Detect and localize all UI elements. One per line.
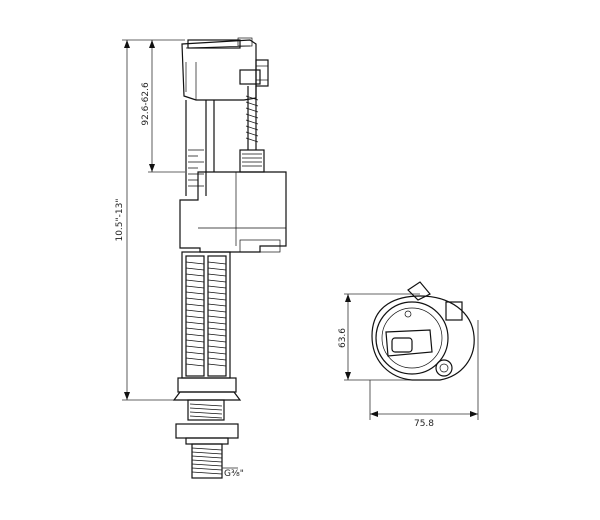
thread-size-label: G⅜" (224, 469, 244, 479)
upper-range-label: 92.6-62.6 (141, 82, 151, 126)
lower-tube (181, 251, 231, 379)
inner-stem (185, 100, 215, 196)
top-height-dimension: 63.6 (338, 293, 440, 381)
float-cup (179, 171, 287, 253)
top-view: 75.8 63.6 (338, 281, 479, 429)
valve-head (181, 37, 269, 101)
overall-height-dimension: 10.5"-13" (115, 39, 185, 401)
top-height-label: 63.6 (338, 328, 348, 348)
spring-rod (239, 86, 265, 173)
side-view: 10.5"-13" 92.6-62.6 (115, 37, 287, 479)
upper-range-dimension: 92.6-62.6 (141, 40, 185, 173)
top-width-dimension: 75.8 (369, 320, 479, 429)
top-width-label: 75.8 (414, 419, 434, 429)
base-shank: G⅜" (172, 377, 244, 479)
top-view-body (371, 281, 475, 381)
overall-height-label: 10.5"-13" (115, 198, 125, 241)
